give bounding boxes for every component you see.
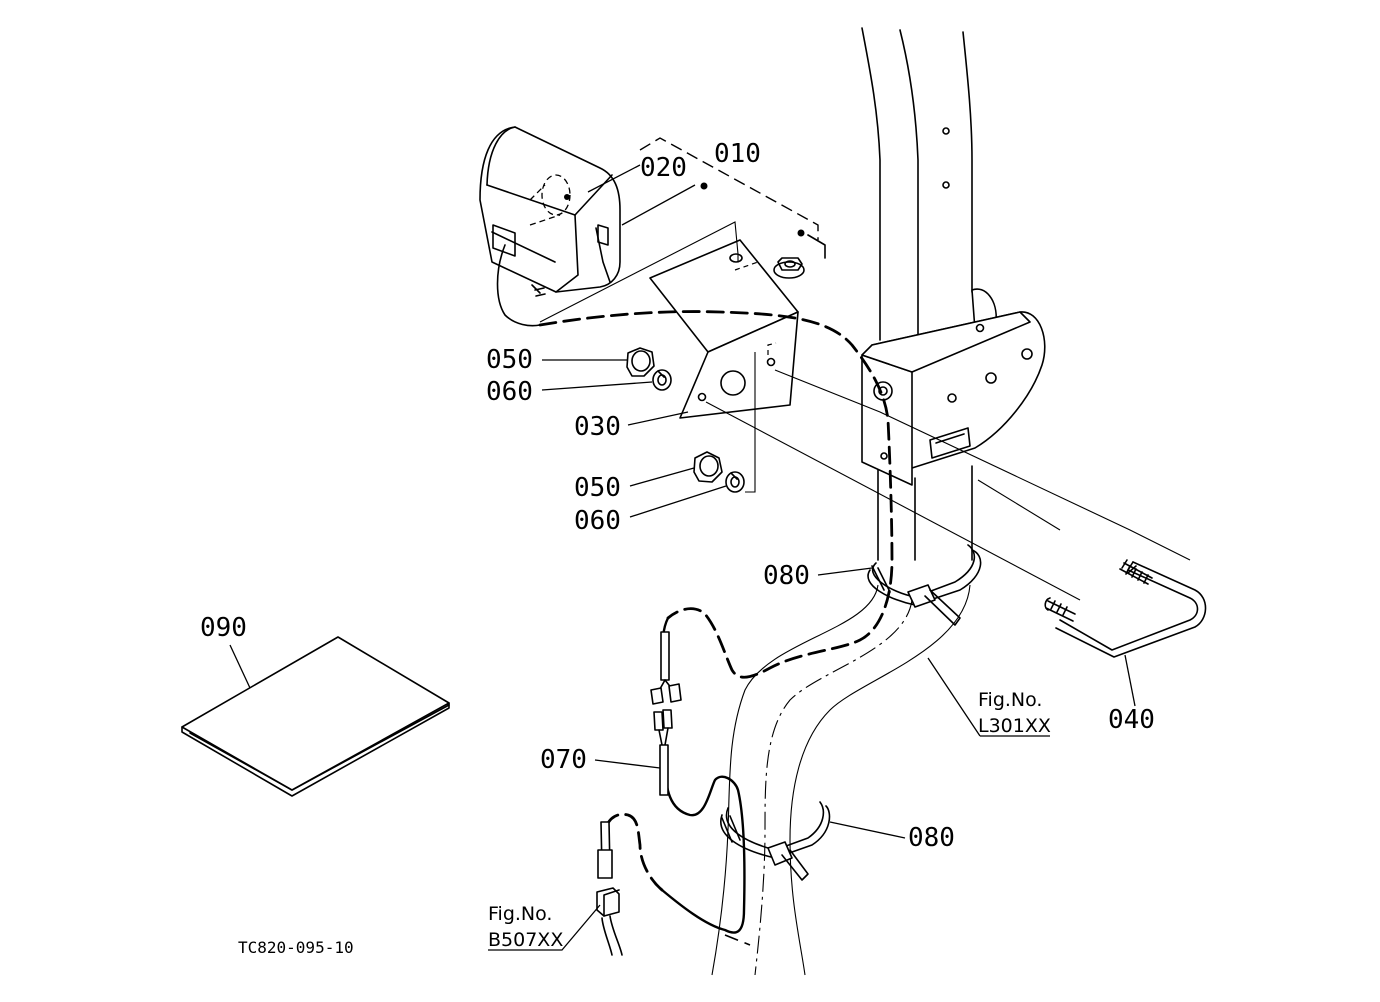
label-060-upper: 060: [486, 377, 533, 407]
label-090: 090: [200, 613, 247, 643]
lower-frame-tube: [711, 584, 971, 976]
cable-tie-lower: [720, 801, 831, 881]
assembly-outline-010: [639, 137, 826, 259]
connector-plug: [596, 821, 623, 956]
label-060-lower: 060: [574, 506, 621, 536]
work-lamp: [479, 126, 621, 327]
label-050-upper: 050: [486, 345, 533, 375]
assembly-guides: [539, 221, 1191, 601]
label-050-lower: 050: [574, 473, 621, 503]
leader-lines: [229, 164, 1136, 951]
ref-l301-fig: Fig.No.: [978, 689, 1042, 711]
nut-050-lower: [693, 451, 723, 483]
label-030: 030: [574, 412, 621, 442]
label-020: 020: [640, 153, 687, 183]
drawing-code: TC820-095-10: [238, 938, 354, 957]
nut-050-upper: [626, 347, 655, 377]
washer-060-upper: [652, 369, 672, 391]
cable-tie-upper: [867, 544, 982, 626]
lamp-cable: [538, 310, 894, 946]
operator-manual: [181, 636, 450, 797]
label-040: 040: [1108, 705, 1155, 735]
ref-l301-code: L301XX: [978, 715, 1051, 737]
washer-060-lower: [725, 471, 745, 493]
lamp-bracket: [649, 239, 799, 419]
label-070: 070: [540, 745, 587, 775]
label-080-upper: 080: [763, 561, 810, 591]
ref-b507-fig: Fig.No.: [488, 903, 552, 925]
u-bolt: [1044, 559, 1207, 658]
flange-nut: [773, 257, 805, 279]
label-080-lower: 080: [908, 823, 955, 853]
connector-harness-070: [650, 631, 682, 796]
label-010: 010: [714, 139, 761, 169]
vertical-post: [861, 27, 973, 561]
ref-b507-code: B507XX: [488, 929, 563, 951]
